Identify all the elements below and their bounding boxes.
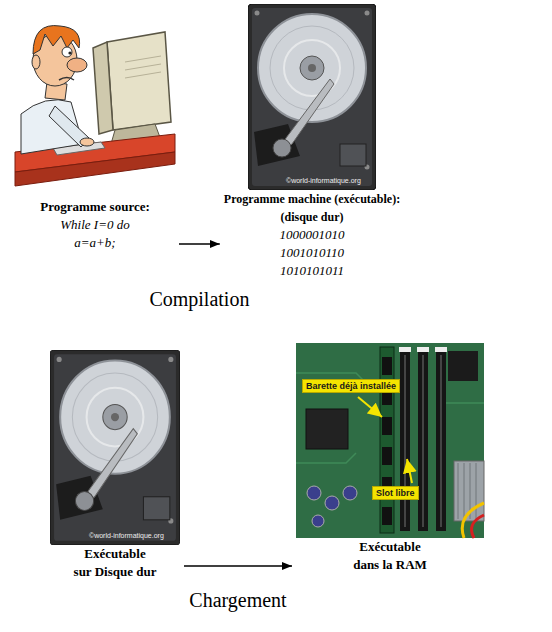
motherboard-photo-part <box>380 347 394 533</box>
motherboard-photo-part <box>325 496 339 510</box>
picture-area <box>248 4 376 190</box>
motherboard-photo <box>296 343 484 538</box>
hard-disk-photo-part <box>50 350 180 545</box>
hard-disk-photo <box>248 4 376 190</box>
motherboard-photo-part <box>472 515 484 538</box>
flow-arrow <box>184 565 292 566</box>
programmer-cartoon-part <box>93 42 113 134</box>
motherboard-photo-part <box>422 355 424 527</box>
picture-area <box>296 343 484 538</box>
programmer-cartoon <box>15 26 175 186</box>
programmer-cartoon-part <box>59 78 74 81</box>
motherboard-photo-part <box>307 486 321 500</box>
illustrated-step: Exécutablesur Disque dur <box>47 350 183 585</box>
picture-area <box>15 2 175 198</box>
motherboard-photo-part <box>440 355 442 527</box>
programmer-cartoon-part <box>80 138 94 146</box>
edge-label: Compilation <box>147 288 251 311</box>
edge-label: Chargement <box>187 589 288 612</box>
motherboard-photo-part <box>462 503 484 538</box>
illustrated-step: Programme source:While I=0 doa=a+b; <box>12 2 178 256</box>
motherboard-photo-part <box>382 447 392 465</box>
motherboard-photo-part <box>436 351 446 531</box>
binary-code: 1001010110 <box>224 244 400 262</box>
motherboard-photo-part <box>296 343 484 538</box>
hard-disk-photo-part <box>248 4 376 190</box>
callout-tag: Slot libre <box>372 486 419 500</box>
hard-disk-photo <box>50 350 180 545</box>
flow-arrow <box>179 243 220 244</box>
motherboard-photo-part <box>400 351 410 531</box>
motherboard-photo-part <box>435 347 447 352</box>
code-line: While I=0 do <box>15 216 175 234</box>
caption-heading: (disque dur) <box>224 208 400 226</box>
programmer-cartoon-part <box>62 47 72 57</box>
caption-heading: Programme source: <box>15 198 175 216</box>
motherboard-photo-part <box>382 417 392 435</box>
motherboard-photo-part <box>382 357 392 375</box>
motherboard-photo-part <box>407 459 412 483</box>
binary-code: 1010101011 <box>224 262 400 280</box>
motherboard-photo-part <box>448 351 478 381</box>
programmer-cartoon-part <box>68 51 71 54</box>
motherboard-photo-part <box>399 347 411 352</box>
motherboard-photo-part <box>382 507 392 525</box>
programmer-cartoon-part <box>33 26 80 54</box>
motherboard-photo-part <box>418 351 428 531</box>
programmer-cartoon-part <box>67 58 87 72</box>
caption: Exécutable <box>296 538 484 556</box>
programmer-cartoon-part <box>125 56 161 62</box>
binary-code: 1000001010 <box>224 226 400 244</box>
caption: sur Disque dur <box>50 563 180 581</box>
programmer-cartoon-part <box>125 64 161 70</box>
programmer-cartoon-part <box>107 32 171 130</box>
watermark: ©world-informatique.org <box>89 532 164 540</box>
motherboard-photo-part <box>417 347 429 352</box>
programmer-cartoon-part <box>15 152 175 186</box>
motherboard-photo-part <box>312 515 324 527</box>
caption: dans la RAM <box>296 556 484 574</box>
motherboard-photo-part <box>358 397 382 417</box>
motherboard-photo-part <box>404 355 406 527</box>
picture-area <box>50 350 180 545</box>
motherboard-photo-part <box>306 409 348 449</box>
programmer-cartoon-part <box>125 72 161 78</box>
caption: Exécutable <box>50 545 180 563</box>
caption-heading: Programme machine (exécutable): <box>224 190 400 208</box>
code-line: a=a+b; <box>15 234 175 252</box>
callout-tag: Barette déjà installée <box>302 379 400 393</box>
watermark: ©world-informatique.org <box>286 177 361 185</box>
programmer-cartoon-part <box>32 55 40 69</box>
illustrated-step: Programme machine (exécutable):(disque d… <box>221 4 403 284</box>
motherboard-photo-part <box>343 486 357 500</box>
